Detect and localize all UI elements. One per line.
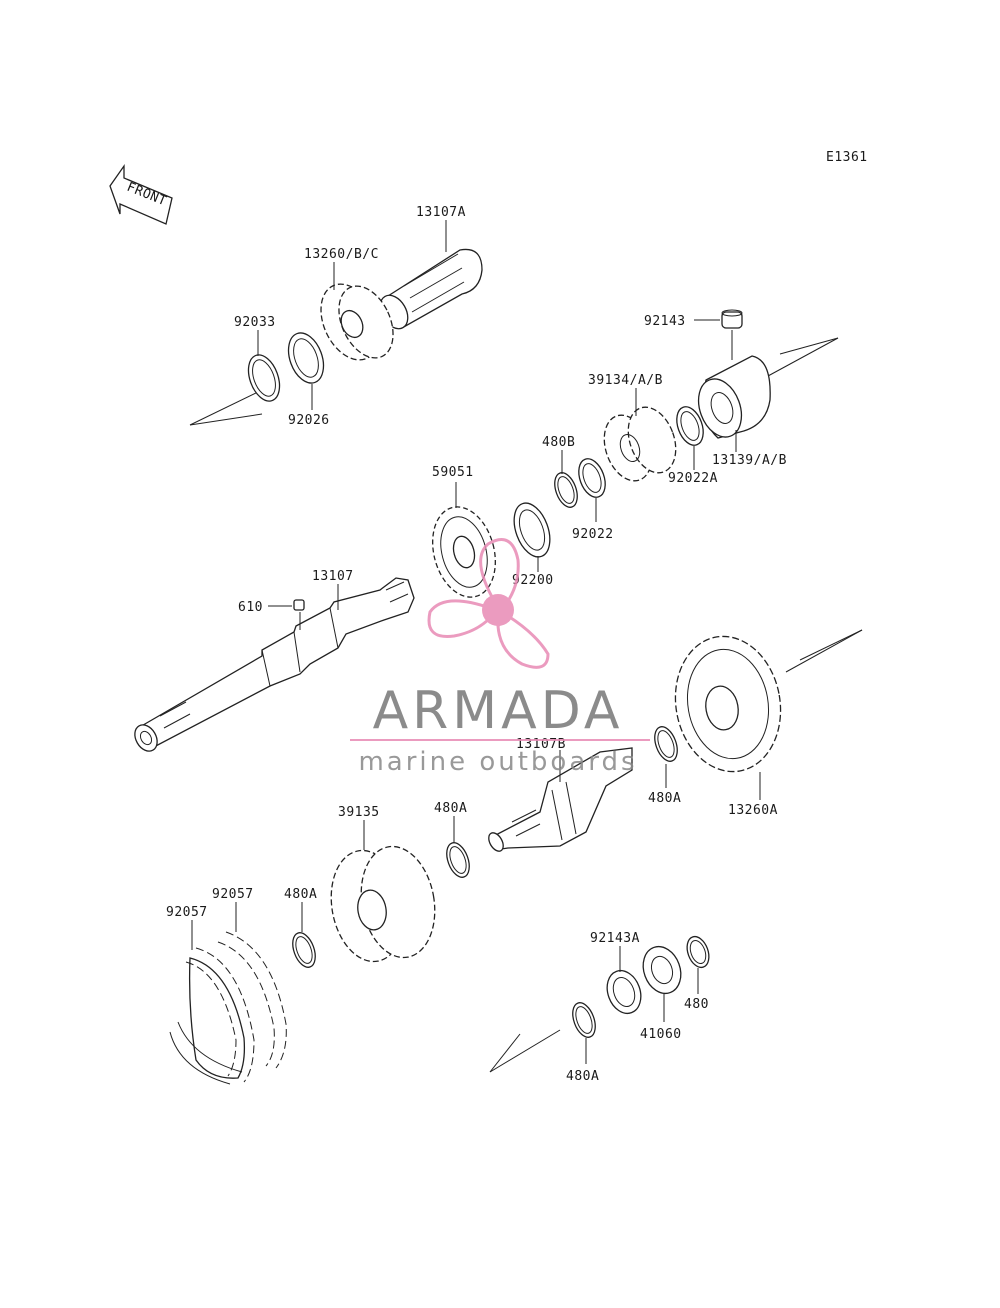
part-41060-hub: 41060 <box>640 945 682 1042</box>
label-92026: 92026 <box>288 413 330 428</box>
part-39135-gear: 39135 <box>330 805 436 963</box>
part-92022A-washer: 92022A <box>668 406 718 486</box>
part-480B-circlip: 480B <box>542 435 578 508</box>
propeller-logo-icon <box>427 538 550 669</box>
part-92033-circlip: 92033 <box>234 315 281 402</box>
part-92200-washer: 92200 <box>512 502 554 588</box>
part-480A-circlip-middle: 480A <box>434 801 470 878</box>
label-92033: 92033 <box>234 315 276 330</box>
watermark-tagline: marine outboards <box>358 747 637 777</box>
label-13139AB: 13139/A/B <box>712 453 787 468</box>
label-92057-left: 92057 <box>166 905 208 920</box>
label-610: 610 <box>238 600 263 615</box>
label-480A-bottom: 480A <box>566 1069 599 1084</box>
part-92026-washer: 92026 <box>287 332 330 428</box>
front-arrow-icon: FRONT <box>109 163 173 225</box>
label-92022A: 92022A <box>668 471 718 486</box>
label-480: 480 <box>684 997 709 1012</box>
label-480A-left: 480A <box>284 887 317 902</box>
part-92057-chains: 92057 92057 <box>166 887 287 1085</box>
part-13139AB-gear: 13139/A/B <box>697 330 787 468</box>
label-13260BC: 13260/B/C <box>304 247 379 262</box>
part-480-circlip: 480 <box>684 935 710 1012</box>
part-480A-circlip-left: 480A <box>284 887 317 968</box>
label-480B: 480B <box>542 435 575 450</box>
label-39135: 39135 <box>338 805 380 820</box>
part-480A-circlip-bottom: 480A <box>566 1002 599 1084</box>
label-480A-right: 480A <box>648 791 681 806</box>
part-480A-circlip-right: 480A <box>648 726 681 806</box>
label-92143A: 92143A <box>590 931 640 946</box>
part-610-pin: 610 <box>238 599 305 630</box>
watermark-brand: ARMADA <box>373 681 624 741</box>
part-39134AB-gear: 39134/A/B <box>588 373 677 482</box>
label-92022: 92022 <box>572 527 614 542</box>
part-13260A-gear: 13260A <box>674 635 782 818</box>
part-92143-collar: 92143 <box>644 309 743 329</box>
part-13260BC-gear: 13260/B/C <box>304 247 394 361</box>
label-92057-right: 92057 <box>212 887 254 902</box>
label-41060: 41060 <box>640 1027 682 1042</box>
label-92200: 92200 <box>512 573 554 588</box>
label-39134AB: 39134/A/B <box>588 373 663 388</box>
part-13107A-sleeve: 13107A <box>379 205 483 330</box>
part-92022-washer: 92022 <box>572 458 614 542</box>
label-13260A: 13260A <box>728 803 778 818</box>
part-92143A-collar: 92143A <box>590 931 642 1015</box>
label-480A-middle: 480A <box>434 801 467 816</box>
label-92143: 92143 <box>644 314 686 329</box>
label-13107: 13107 <box>312 569 354 584</box>
diagram-code: E1361 <box>826 150 868 165</box>
label-13107A: 13107A <box>416 205 466 220</box>
part-59051-sprocket: 59051 <box>432 465 496 598</box>
armada-watermark: ARMADA marine outboards <box>350 538 650 777</box>
label-59051: 59051 <box>432 465 474 480</box>
upper-axis-lines <box>189 337 863 1073</box>
part-13107-shaft: 13107 <box>134 569 415 752</box>
